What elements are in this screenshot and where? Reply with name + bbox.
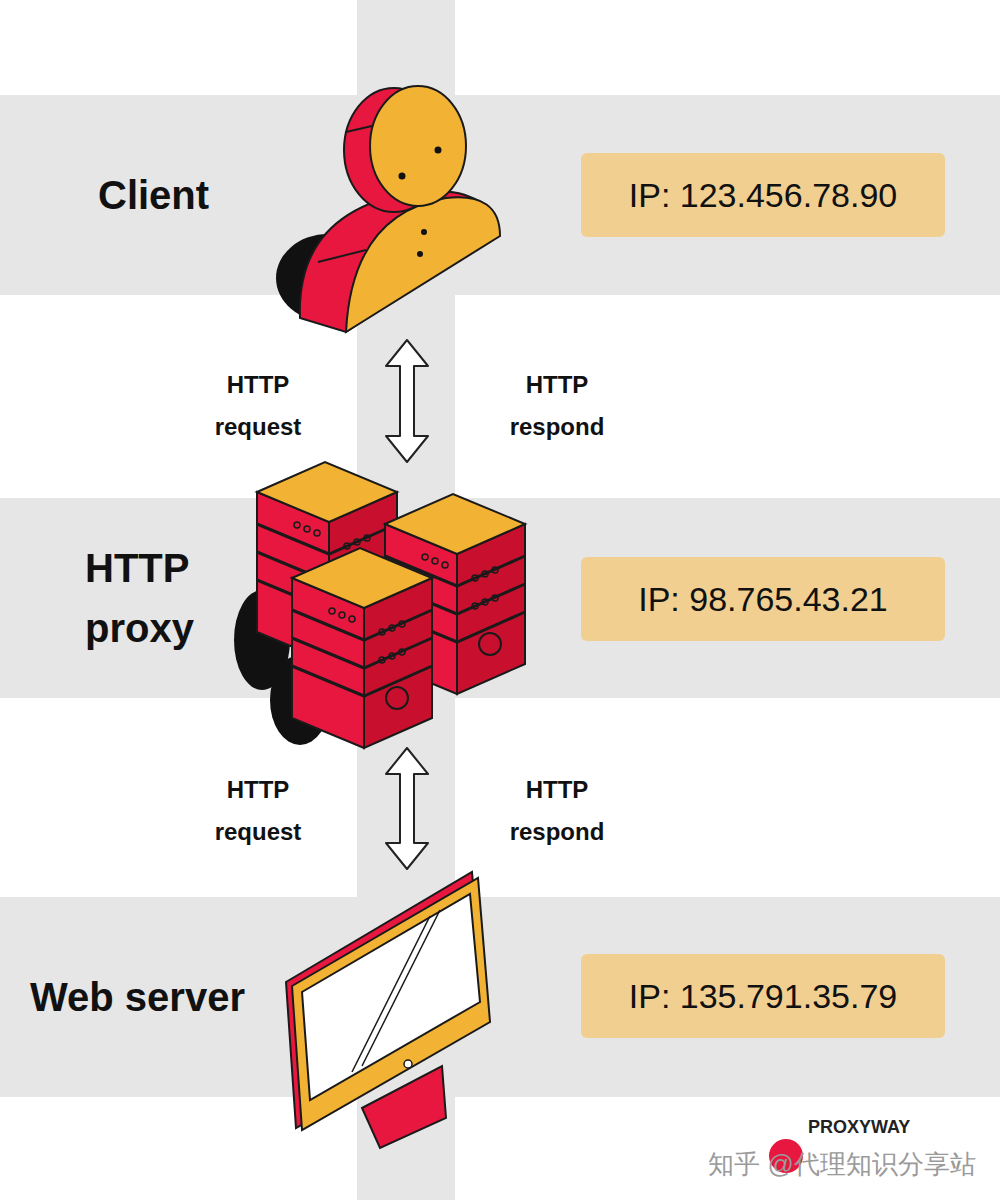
watermark: 知乎 @代理知识分享站	[708, 1142, 976, 1188]
client-figure	[276, 86, 500, 332]
double-arrow	[386, 340, 428, 462]
flow-label: HTTP request	[183, 769, 333, 853]
ip-box: IP: 123.456.78.90	[581, 153, 945, 237]
ip-address: IP: 123.456.78.90	[629, 170, 897, 221]
tier-band: Client IP: 123.456.78.90	[0, 95, 1000, 295]
flow-label: HTTP respond	[482, 769, 632, 853]
tier-name: HTTP proxy	[85, 538, 235, 658]
server-stacks	[234, 462, 525, 748]
flow-label: HTTP request	[183, 364, 333, 448]
ip-address: IP: 135.791.35.79	[629, 971, 897, 1022]
double-arrow	[386, 748, 428, 869]
tier-name: Client	[98, 165, 298, 225]
watermark-logo	[769, 1139, 803, 1173]
ip-address: IP: 98.765.43.21	[638, 574, 888, 625]
ip-box: IP: 98.765.43.21	[581, 557, 945, 641]
ip-box: IP: 135.791.35.79	[581, 954, 945, 1038]
watermark-brand: PROXYWAY	[808, 1112, 910, 1144]
flow-label: HTTP respond	[482, 364, 632, 448]
tier-name: Web server	[30, 967, 270, 1027]
tier-band: Web server IP: 135.791.35.79	[0, 897, 1000, 1097]
monitor	[286, 872, 490, 1148]
